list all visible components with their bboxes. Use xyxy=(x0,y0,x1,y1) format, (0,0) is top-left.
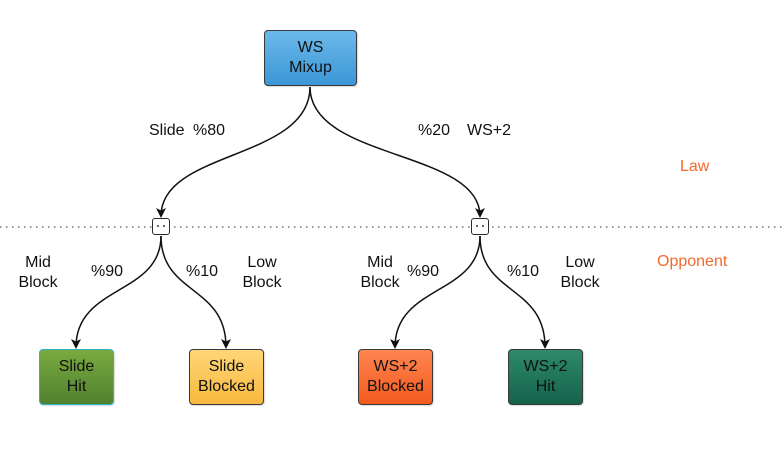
opponent-left-low-line1: Low xyxy=(247,254,277,271)
branch-left-percent-label: %80 xyxy=(193,122,226,139)
opponent-right-low-percent: %10 xyxy=(507,263,540,280)
branch-right-move-label: WS+2 xyxy=(467,122,512,139)
outcome-ws-hit-line2: Hit xyxy=(535,378,556,395)
opponent-left-mid-line1: Mid xyxy=(25,254,51,271)
outcome-node-slide-hit: Slide Hit xyxy=(39,349,114,405)
outcome-ws-blocked-line2: Blocked xyxy=(367,378,424,395)
outcome-node-slide-blocked: Slide Blocked xyxy=(189,349,264,405)
outcome-slide-hit-line1: Slide xyxy=(58,358,95,375)
edge-left-chance-to-slide-blocked xyxy=(160,235,231,349)
chance-node-left xyxy=(152,218,170,235)
outcome-slide-blocked-line1: Slide xyxy=(208,358,245,375)
opponent-left-low-block-label: Low Block xyxy=(240,253,284,293)
opponent-right-mid-line2: Block xyxy=(360,274,400,291)
opponent-right-low-line1: Low xyxy=(565,254,595,271)
edge-left-chance-to-slide-hit xyxy=(71,235,162,349)
opponent-left-low-percent: %10 xyxy=(186,263,219,280)
outcome-ws-blocked-line1: WS+2 xyxy=(373,358,418,375)
outcome-ws-hit-line1: WS+2 xyxy=(523,358,568,375)
edge-root-to-left-chance xyxy=(156,86,311,218)
opponent-left-mid-block-label: Mid Block xyxy=(16,253,60,293)
opponent-right-low-line2: Block xyxy=(560,274,600,291)
edge-root-to-right-chance xyxy=(309,86,485,218)
opponent-right-low-block-label: Low Block xyxy=(558,253,602,293)
opponent-right-mid-percent: %90 xyxy=(407,263,440,280)
branch-right-percent-label: %20 xyxy=(418,122,451,139)
outcome-node-ws-blocked: WS+2 Blocked xyxy=(358,349,433,405)
chance-node-right xyxy=(471,218,489,235)
opponent-right-mid-block-label: Mid Block xyxy=(358,253,402,293)
branch-left-move-label: Slide xyxy=(149,122,185,139)
edge-right-chance-to-ws-hit xyxy=(479,235,550,349)
root-node-line1: WS xyxy=(297,39,324,56)
outcome-slide-blocked-line2: Blocked xyxy=(198,378,255,395)
lane-label-law: Law xyxy=(680,158,710,175)
lane-label-opponent: Opponent xyxy=(657,253,728,270)
opponent-left-low-line2: Block xyxy=(242,274,282,291)
root-node: WS Mixup xyxy=(264,30,357,86)
opponent-left-mid-percent: %90 xyxy=(91,263,124,280)
root-node-line2: Mixup xyxy=(289,59,332,76)
opponent-left-mid-line2: Block xyxy=(18,274,58,291)
opponent-right-mid-line1: Mid xyxy=(367,254,393,271)
outcome-node-ws-hit: WS+2 Hit xyxy=(508,349,583,405)
edge-right-chance-to-ws-blocked xyxy=(390,235,481,349)
outcome-slide-hit-line2: Hit xyxy=(66,378,87,395)
